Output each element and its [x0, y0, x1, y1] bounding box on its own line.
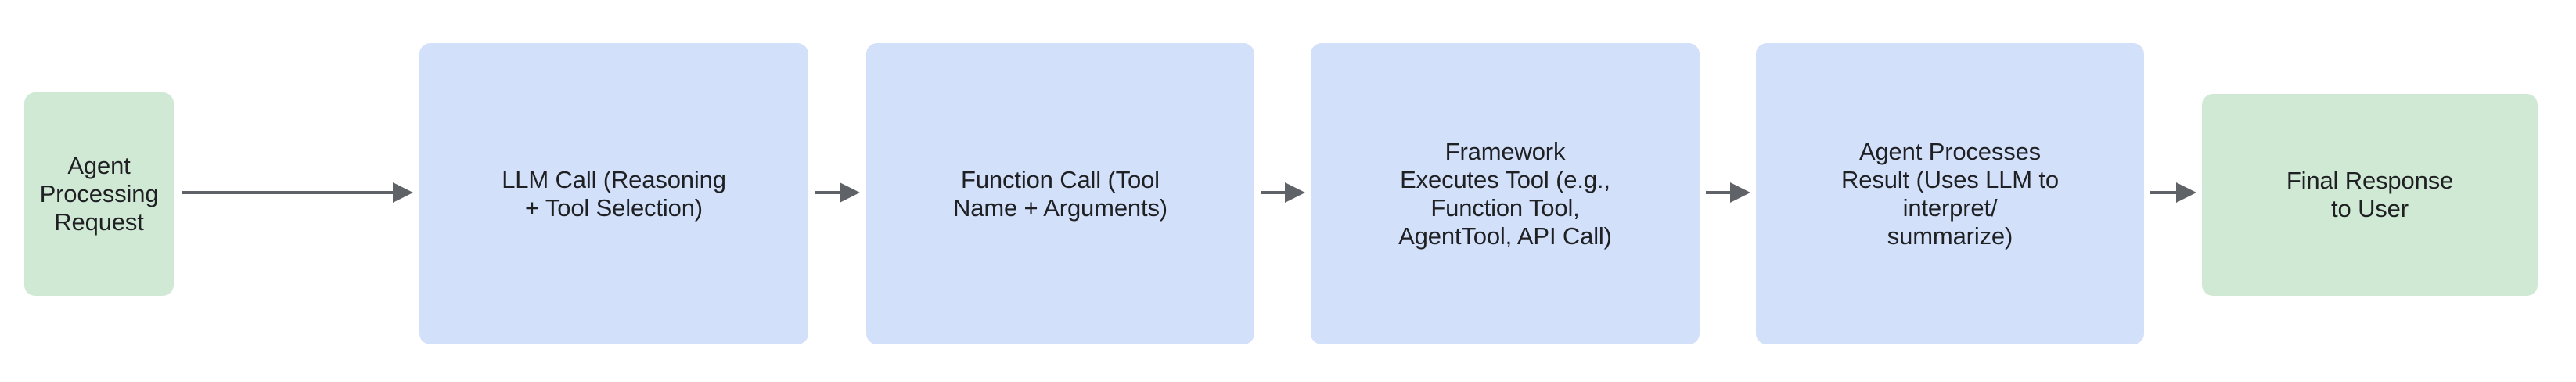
arrow-head-icon — [840, 182, 860, 203]
node-agent-processes-result[interactable]: Agent Processes Result (Uses LLM to inte… — [1756, 43, 2144, 344]
node-label: Final Response to User — [2286, 167, 2454, 222]
connector-arrow-4 — [1706, 181, 1750, 204]
node-label: Function Call (Tool Name + Arguments) — [953, 165, 1167, 222]
node-function-call[interactable]: Function Call (Tool Name + Arguments) — [866, 43, 1254, 344]
arrow-head-icon — [1730, 182, 1750, 203]
node-label: Agent Processing Request — [39, 152, 159, 236]
node-label: Agent Processes Result (Uses LLM to inte… — [1841, 137, 2059, 250]
arrow-head-icon — [393, 182, 413, 203]
arrow-head-icon — [2176, 182, 2196, 203]
arrow-head-icon — [1285, 182, 1305, 203]
arrow-shaft — [815, 191, 840, 194]
connector-arrow-1 — [182, 181, 413, 204]
node-label: Framework Executes Tool (e.g., Function … — [1398, 137, 1612, 250]
node-label: LLM Call (Reasoning + Tool Selection) — [502, 165, 726, 222]
connector-arrow-5 — [2150, 181, 2196, 204]
arrow-shaft — [182, 191, 394, 194]
connector-arrow-3 — [1261, 181, 1305, 204]
node-llm-call[interactable]: LLM Call (Reasoning + Tool Selection) — [419, 43, 808, 344]
arrow-shaft — [1261, 191, 1286, 194]
node-agent-processing-request[interactable]: Agent Processing Request — [24, 92, 174, 296]
node-framework-executes-tool[interactable]: Framework Executes Tool (e.g., Function … — [1311, 43, 1700, 344]
arrow-shaft — [1706, 191, 1731, 194]
arrow-shaft — [2150, 191, 2177, 194]
node-final-response-to-user[interactable]: Final Response to User — [2202, 94, 2538, 296]
connector-arrow-2 — [815, 181, 860, 204]
